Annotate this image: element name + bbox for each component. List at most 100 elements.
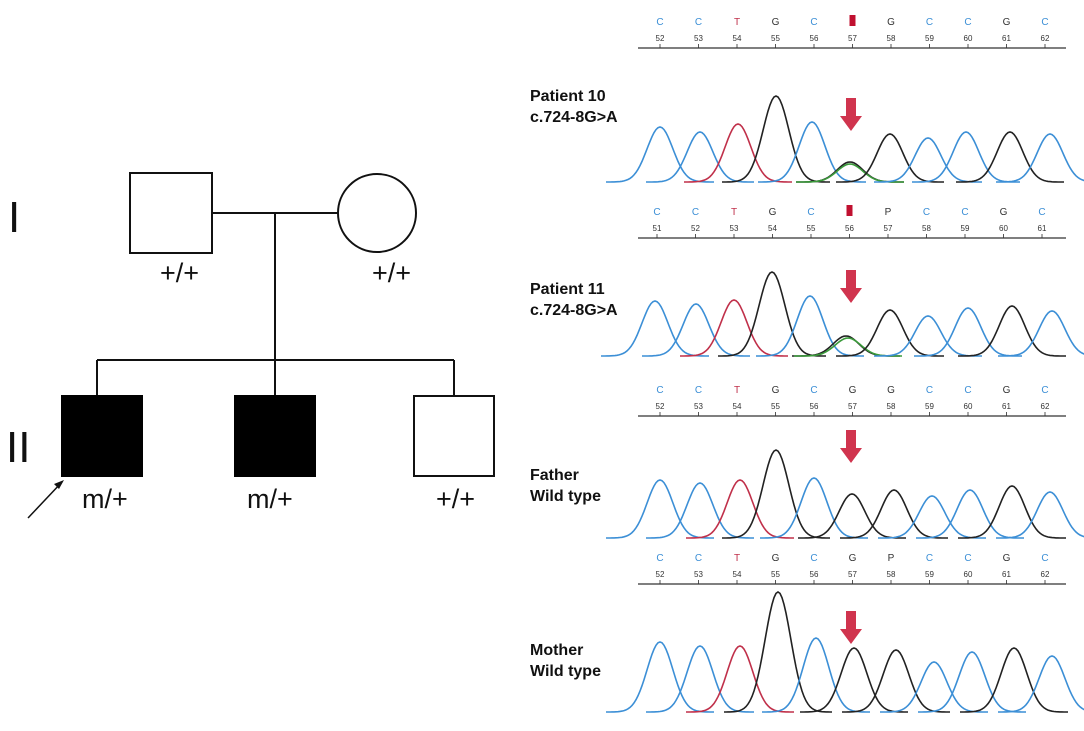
base-call: T bbox=[731, 207, 737, 218]
base-call: G bbox=[772, 553, 780, 564]
base-position: 52 bbox=[656, 402, 665, 411]
base-call: G bbox=[887, 385, 895, 396]
base-position: 53 bbox=[694, 570, 703, 579]
chromatogram-trace-mother bbox=[918, 651, 1026, 713]
chromatogram-trace-patient-10 bbox=[758, 121, 866, 183]
base-call: P bbox=[885, 207, 892, 218]
chromatogram-trace-patient-11 bbox=[642, 303, 750, 357]
base-call: G bbox=[772, 17, 780, 28]
base-position: 60 bbox=[964, 402, 973, 411]
base-call: G bbox=[1000, 207, 1008, 218]
chromatogram-trace-mother bbox=[686, 645, 794, 713]
chromatogram-trace-father bbox=[878, 495, 986, 539]
son-1-genotype: m/+ bbox=[82, 484, 128, 514]
pedigree-son-2-affected-square bbox=[234, 395, 316, 477]
base-position: 57 bbox=[848, 402, 857, 411]
chromatogram-trace-patient-10 bbox=[796, 161, 904, 183]
chromatogram-trace-mother bbox=[960, 647, 1068, 713]
chromatogram-trace-patient-11 bbox=[874, 315, 982, 357]
chromatogram-trace-father bbox=[722, 449, 830, 539]
base-position: 60 bbox=[964, 570, 973, 579]
base-call: C bbox=[926, 553, 933, 564]
chromatogram-trace-patient-10 bbox=[996, 133, 1084, 183]
base-call: C bbox=[653, 207, 660, 218]
base-call: G bbox=[1003, 553, 1011, 564]
base-call: C bbox=[810, 17, 817, 28]
chromatogram-trace-patient-11 bbox=[680, 299, 788, 357]
base-call: C bbox=[810, 553, 817, 564]
base-position: 55 bbox=[807, 224, 816, 233]
base-call: C bbox=[1041, 385, 1048, 396]
chromatogram-trace-father bbox=[958, 485, 1066, 539]
base-call: C bbox=[695, 385, 702, 396]
chromatogram-trace-patient-11 bbox=[756, 295, 864, 357]
chromatogram-trace-patient-11 bbox=[998, 310, 1084, 357]
generation-label-II: II bbox=[6, 423, 30, 472]
base-call: G bbox=[772, 385, 780, 396]
base-position: 58 bbox=[887, 34, 896, 43]
base-call: G bbox=[849, 553, 857, 564]
base-call: C bbox=[926, 17, 933, 28]
base-call: C bbox=[1041, 17, 1048, 28]
base-position: 57 bbox=[848, 570, 857, 579]
base-call: C bbox=[1041, 553, 1048, 564]
chromatogram-panels: Patient 10 c.724-8G>A Patient 11 c.724-8… bbox=[530, 15, 1084, 713]
panel-sublabel-father: Wild type bbox=[530, 488, 601, 505]
base-call: P bbox=[888, 553, 895, 564]
base-position: 54 bbox=[733, 34, 742, 43]
base-call-highlight bbox=[849, 15, 856, 26]
base-call: C bbox=[961, 207, 968, 218]
chromatogram-trace-mother bbox=[606, 641, 714, 713]
chromatogram-trace-father bbox=[916, 489, 1024, 539]
base-call: C bbox=[656, 17, 663, 28]
base-call: C bbox=[807, 207, 814, 218]
base-call: C bbox=[695, 553, 702, 564]
base-position: 56 bbox=[810, 402, 819, 411]
base-position: 57 bbox=[848, 34, 857, 43]
panel-label-father: Father bbox=[530, 467, 579, 484]
pedigree: I II +/+ +/+ m/+ m/+ +/+ bbox=[6, 172, 495, 519]
base-position: 61 bbox=[1002, 402, 1011, 411]
chromatogram-trace-patient-11 bbox=[718, 271, 826, 357]
base-position: 62 bbox=[1041, 34, 1050, 43]
base-position: 60 bbox=[964, 34, 973, 43]
pedigree-son-3-square bbox=[413, 395, 495, 477]
base-position: 59 bbox=[925, 570, 934, 579]
base-call: C bbox=[695, 17, 702, 28]
base-call: C bbox=[923, 207, 930, 218]
base-call: C bbox=[1038, 207, 1045, 218]
chromatogram-trace-father bbox=[686, 479, 794, 539]
base-position: 61 bbox=[1038, 224, 1047, 233]
variant-arrow-icon bbox=[840, 430, 862, 463]
base-call: T bbox=[734, 553, 740, 564]
chromatogram-trace-patient-11 bbox=[601, 300, 709, 357]
base-position: 62 bbox=[1041, 570, 1050, 579]
chromatogram-trace-patient-10 bbox=[912, 131, 1020, 183]
base-position: 51 bbox=[653, 224, 662, 233]
chromatogram-trace-patient-10 bbox=[956, 131, 1064, 183]
base-position: 59 bbox=[925, 34, 934, 43]
base-call: C bbox=[964, 553, 971, 564]
chromatogram-trace-mother bbox=[724, 591, 832, 713]
chromatogram-trace-patient-10 bbox=[796, 163, 904, 183]
base-position: 53 bbox=[730, 224, 739, 233]
base-position: 58 bbox=[922, 224, 931, 233]
chromatogram-trace-patient-11 bbox=[958, 305, 1066, 357]
base-position: 59 bbox=[961, 224, 970, 233]
base-call: T bbox=[734, 17, 740, 28]
base-call: C bbox=[926, 385, 933, 396]
base-position: 56 bbox=[810, 570, 819, 579]
base-call-highlight bbox=[846, 205, 853, 216]
base-call: C bbox=[810, 385, 817, 396]
chromatogram-trace-patient-11 bbox=[794, 337, 902, 357]
chromatogram-trace-mother bbox=[998, 655, 1084, 713]
panel-sublabel-patient-10: c.724-8G>A bbox=[530, 109, 618, 126]
base-position: 61 bbox=[1002, 34, 1011, 43]
panel-label-patient-11: Patient 11 bbox=[530, 281, 605, 298]
base-position: 56 bbox=[845, 224, 854, 233]
base-position: 58 bbox=[887, 570, 896, 579]
base-call: C bbox=[656, 385, 663, 396]
chromatogram-trace-patient-10 bbox=[874, 137, 982, 183]
base-call: G bbox=[887, 17, 895, 28]
